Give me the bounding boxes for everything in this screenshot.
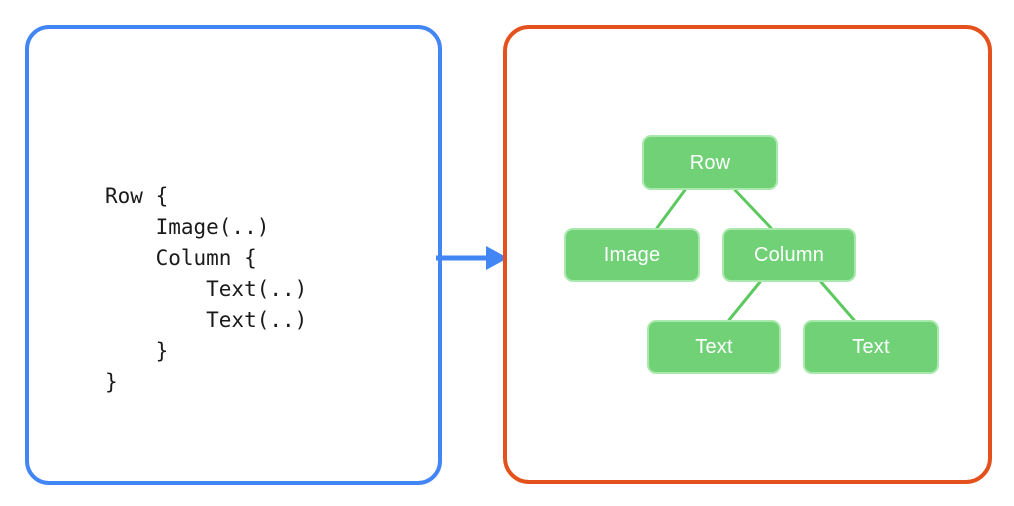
flow-arrow-icon bbox=[436, 246, 508, 270]
edge-column-text1 bbox=[727, 280, 762, 322]
tree-node-image[interactable]: Image bbox=[564, 228, 700, 282]
edge-row-image bbox=[655, 188, 687, 230]
widget-tree-panel: Row Image Column Text Text bbox=[503, 25, 992, 484]
tree-node-text-2[interactable]: Text bbox=[803, 320, 939, 374]
edge-row-column bbox=[733, 188, 773, 230]
tree-node-row[interactable]: Row bbox=[642, 135, 778, 190]
code-panel: Row { Image(..) Column { Text(..) Text(.… bbox=[25, 25, 442, 485]
edge-column-text2 bbox=[819, 280, 856, 322]
code-snippet: Row { Image(..) Column { Text(..) Text(.… bbox=[105, 184, 308, 394]
tree-node-text-1[interactable]: Text bbox=[647, 320, 781, 374]
tree-node-column[interactable]: Column bbox=[722, 228, 856, 282]
